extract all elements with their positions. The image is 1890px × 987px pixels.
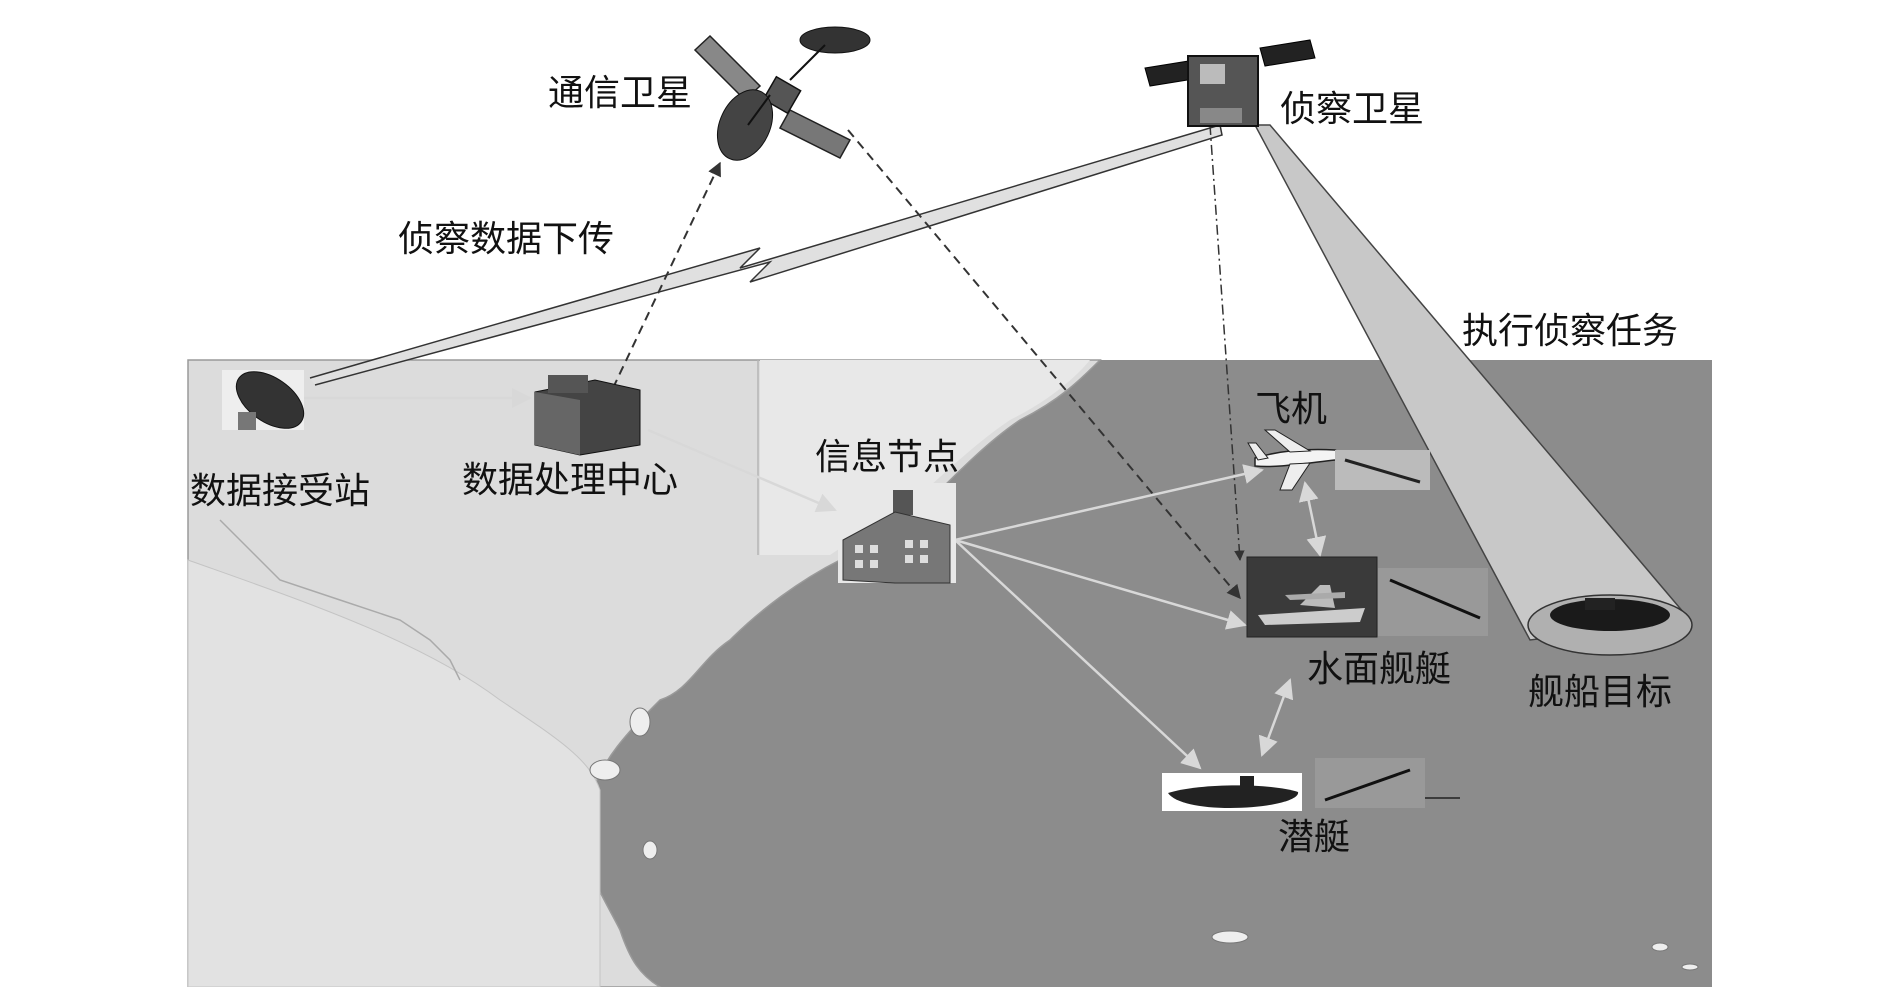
processing-center-icon [534, 375, 641, 456]
downlink-beam [309, 124, 1223, 386]
surface-ship-label: 水面舰艇 [1307, 649, 1452, 690]
execute-mission-label: 执行侦察任务 [1462, 311, 1679, 352]
receiving-station-label: 数据接受站 [190, 471, 371, 512]
aircraft-icon [1247, 429, 1340, 491]
target-ship-icon [1550, 598, 1670, 631]
recon-satellite-icon [1144, 39, 1316, 127]
link-node-to-surface-ship [954, 538, 1247, 630]
aircraft-label: 飞机 [1255, 389, 1328, 430]
link-aircraft-surface-ship [1298, 481, 1327, 557]
link-comm-satellite-to-surface-ship [847, 129, 1241, 600]
submarine-label: 潜艇 [1278, 817, 1351, 858]
link-processing-to-comm-satellite [612, 161, 721, 389]
islands [589, 707, 1699, 971]
internal-border [219, 519, 461, 681]
link-node-to-submarine [954, 539, 1202, 770]
processing-center-label: 数据处理中心 [462, 460, 679, 501]
downlink-label: 侦察数据下传 [398, 219, 615, 260]
info-node-icon [838, 483, 956, 584]
link-node-to-aircraft [954, 464, 1264, 542]
target-ship-label: 舰船目标 [1528, 672, 1673, 713]
recon-satellite-label: 侦察卫星 [1280, 89, 1425, 130]
comm-satellite-icon [693, 26, 871, 161]
submarine-icon [1162, 773, 1302, 811]
aircraft-missile-icon [1335, 450, 1430, 490]
network-links [300, 388, 1327, 770]
link-surface-ship-submarine [1258, 678, 1294, 757]
submarine-missile-icon [1315, 758, 1460, 808]
link-processing-to-info-node [647, 428, 837, 513]
receiving-station-icon [222, 370, 305, 430]
surface-ship-icon [1246, 556, 1378, 638]
surface-ship-missile-icon [1378, 568, 1488, 636]
link-recon-satellite-to-surface-ship [1209, 124, 1245, 562]
info-node-label: 信息节点 [815, 437, 960, 478]
comm-satellite-label: 通信卫星 [548, 73, 693, 114]
